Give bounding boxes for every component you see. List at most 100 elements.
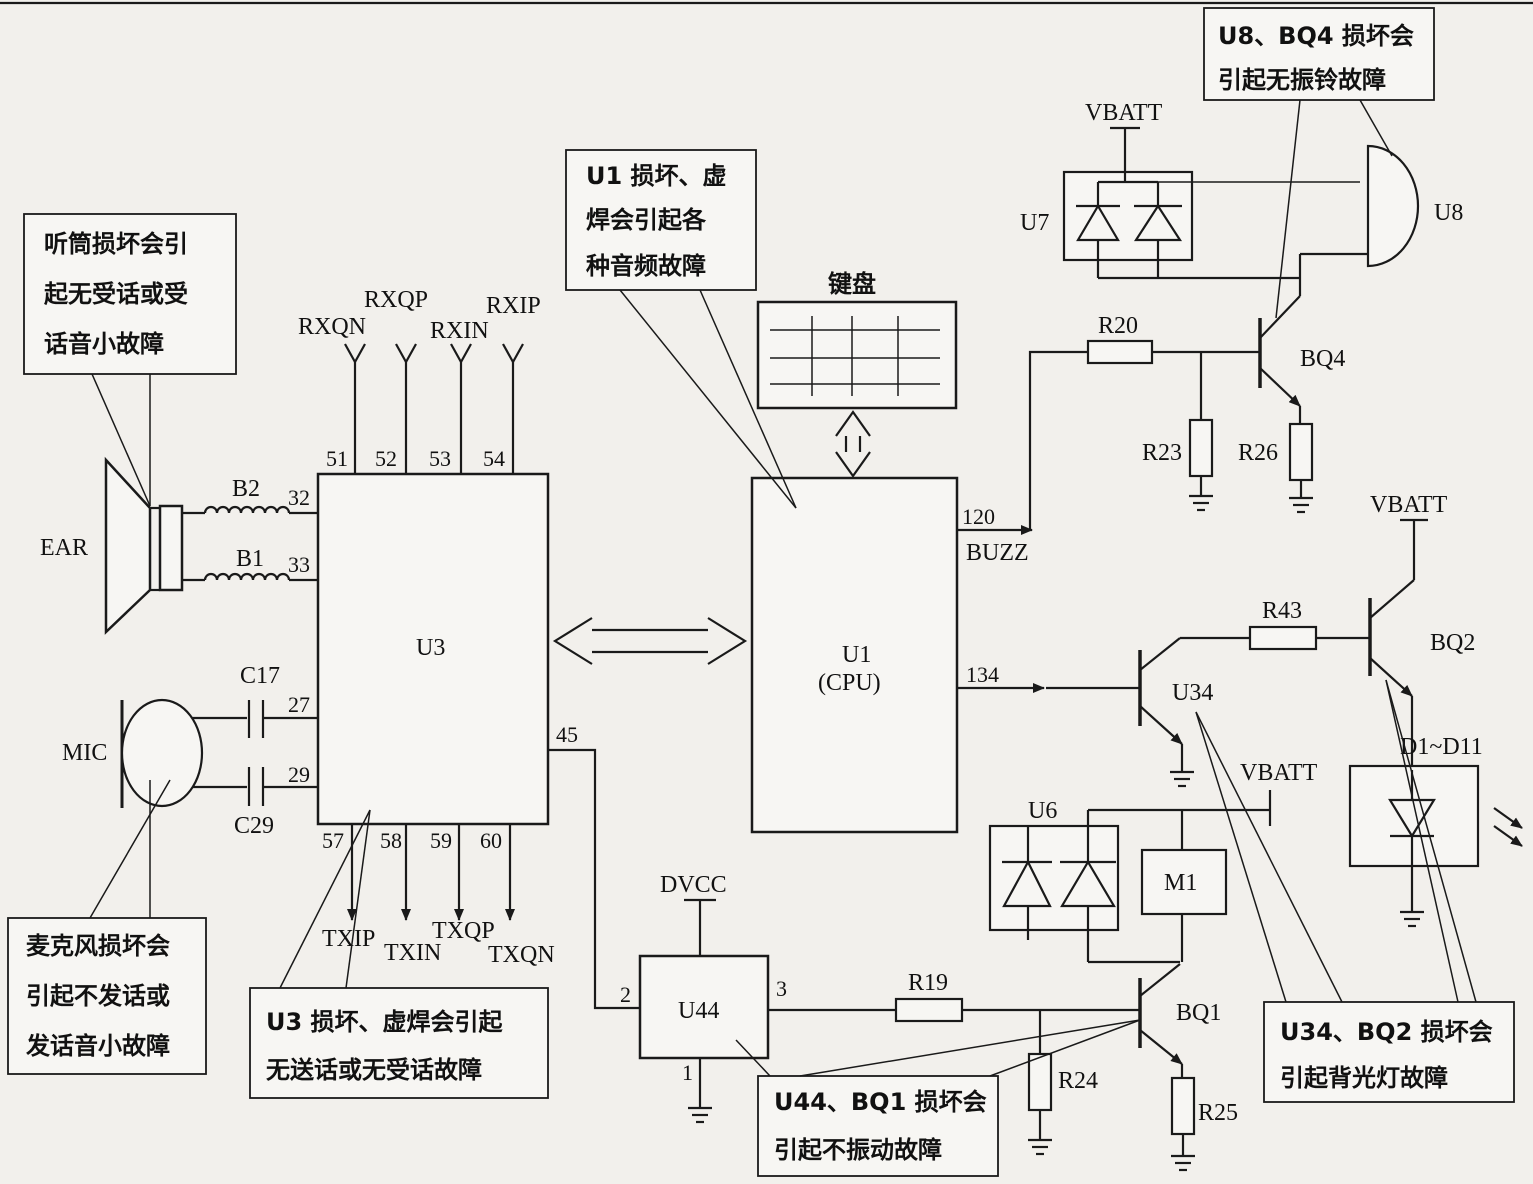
mic-label: MIC (62, 740, 107, 766)
note-u1-line2: 焊会引起各 (586, 206, 707, 234)
note-u44-bq1-line1: U44、BQ1 损坏会 (774, 1088, 987, 1116)
u3-chip (316, 472, 550, 826)
buzz-label: BUZZ (966, 540, 1029, 566)
bq2-label: BQ2 (1430, 630, 1475, 656)
u6-label: U6 (1028, 798, 1057, 824)
u34-label: U34 (1172, 680, 1213, 706)
u44-chip (638, 954, 770, 1060)
txip-label: TXIP (322, 926, 375, 952)
u1-label: U1 (842, 642, 871, 668)
r26-label: R26 (1238, 440, 1278, 466)
note-mic-line1: 麦克风损坏会 (26, 932, 170, 960)
note-u34-bq2-line2: 引起背光灯故障 (1280, 1064, 1448, 1092)
bus-arrow-u3-u1 (552, 617, 748, 665)
inductor-b1 (182, 572, 318, 582)
pin-53: 53 (429, 446, 451, 471)
u7-label: U7 (1020, 210, 1049, 236)
note-u3 (249, 809, 549, 1099)
u44-pin-3: 3 (776, 976, 787, 1001)
pin-134: 134 (966, 662, 999, 687)
r25-label: R25 (1198, 1100, 1238, 1126)
resistor-r23 (1188, 352, 1214, 512)
ear-label: EAR (40, 535, 88, 561)
note-mic (7, 779, 207, 1075)
rxqn-label: RXQN (298, 314, 366, 340)
m1-label: M1 (1164, 870, 1197, 896)
note-u34-bq2-line1: U34、BQ2 损坏会 (1280, 1018, 1493, 1046)
transistor-bq2 (1368, 518, 1428, 770)
rxip-label: RXIP (486, 293, 541, 319)
capacitor-c17 (247, 700, 318, 738)
rxqp-label: RXQP (364, 287, 428, 313)
pin-27: 27 (288, 692, 310, 717)
r19-label: R19 (908, 970, 948, 996)
bq1-label: BQ1 (1176, 1000, 1221, 1026)
u8-label: U8 (1434, 200, 1463, 226)
note-u3-line2: 无送话或无受话故障 (266, 1056, 482, 1084)
note-earpiece-line2: 起无受话或受 (43, 280, 188, 308)
inductor-b2 (182, 505, 318, 515)
buzz-wire (957, 350, 1088, 535)
r24-label: R24 (1058, 1068, 1098, 1094)
note-u8-bq4-line2: 引起无振铃故障 (1218, 66, 1386, 94)
wire-45-to-u44 (548, 748, 640, 1010)
r43-label: R43 (1262, 598, 1302, 624)
bq2-vbatt-label: VBATT (1370, 492, 1448, 518)
u44-label: U44 (678, 998, 719, 1024)
u44-pin-2: 2 (620, 982, 631, 1007)
note-u44-bq1-line2: 引起不振动故障 (774, 1136, 942, 1164)
diode-pair-u7 (1062, 126, 1360, 280)
txqn-label: TXQN (488, 942, 555, 968)
b2-label: B2 (232, 476, 260, 502)
microphone (120, 698, 247, 808)
note-earpiece (23, 213, 237, 507)
note-u3-line1: U3 损坏、虚焊会引起 (266, 1008, 504, 1036)
note-u34-bq2 (1195, 679, 1515, 1103)
pin-57: 57 (322, 828, 344, 853)
note-mic-line3: 发话音小故障 (25, 1032, 170, 1060)
u1-cpu-chip (750, 476, 959, 834)
u1-cpu-label: (CPU) (818, 670, 881, 696)
pin-60: 60 (480, 828, 502, 853)
note-earpiece-line3: 话音小故障 (44, 330, 164, 358)
pin-45: 45 (556, 722, 578, 747)
d1-d11-label: D1~D11 (1400, 734, 1483, 760)
pin-58: 58 (380, 828, 402, 853)
note-u1-line1: U1 损坏、虚 (586, 162, 727, 190)
note-u1-line3: 种音频故障 (586, 252, 706, 280)
note-earpiece-line1: 听筒损坏会引 (44, 230, 188, 258)
u3-label: U3 (416, 635, 445, 661)
u3-tx-pins (347, 824, 515, 921)
resistor-r19 (768, 997, 1140, 1023)
pin-29: 29 (288, 762, 310, 787)
pin-32: 32 (288, 485, 310, 510)
u44-power-ground (684, 898, 716, 1124)
u6-vbatt-label: VBATT (1240, 760, 1318, 786)
bq4-label: BQ4 (1300, 346, 1345, 372)
r23-label: R23 (1142, 440, 1182, 466)
note-mic-line2: 引起不发话或 (26, 982, 170, 1010)
transistor-bq4 (1258, 295, 1302, 424)
resistor-r24 (1027, 1010, 1053, 1156)
pin-120: 120 (962, 504, 995, 529)
note-u8-bq4 (1203, 7, 1435, 319)
motor-m1 (1140, 810, 1228, 962)
note-u1 (565, 149, 797, 509)
resistor-r43 (1248, 625, 1318, 651)
resistor-r26 (1288, 422, 1314, 514)
c29-label: C29 (234, 813, 274, 839)
keyboard (756, 300, 958, 410)
diode-pair-u6 (988, 790, 1272, 964)
pin-51: 51 (326, 446, 348, 471)
u44-pin-1: 1 (682, 1060, 693, 1085)
buzzer-u8 (1298, 144, 1420, 296)
r20-label: R20 (1098, 313, 1138, 339)
txqp-label: TXQP (432, 918, 495, 944)
b1-label: B1 (236, 546, 264, 572)
txin-label: TXIN (384, 940, 441, 966)
transistor-u34 (1046, 636, 1370, 788)
earpiece-speaker (104, 456, 184, 635)
resistor-r25 (1170, 1076, 1196, 1172)
